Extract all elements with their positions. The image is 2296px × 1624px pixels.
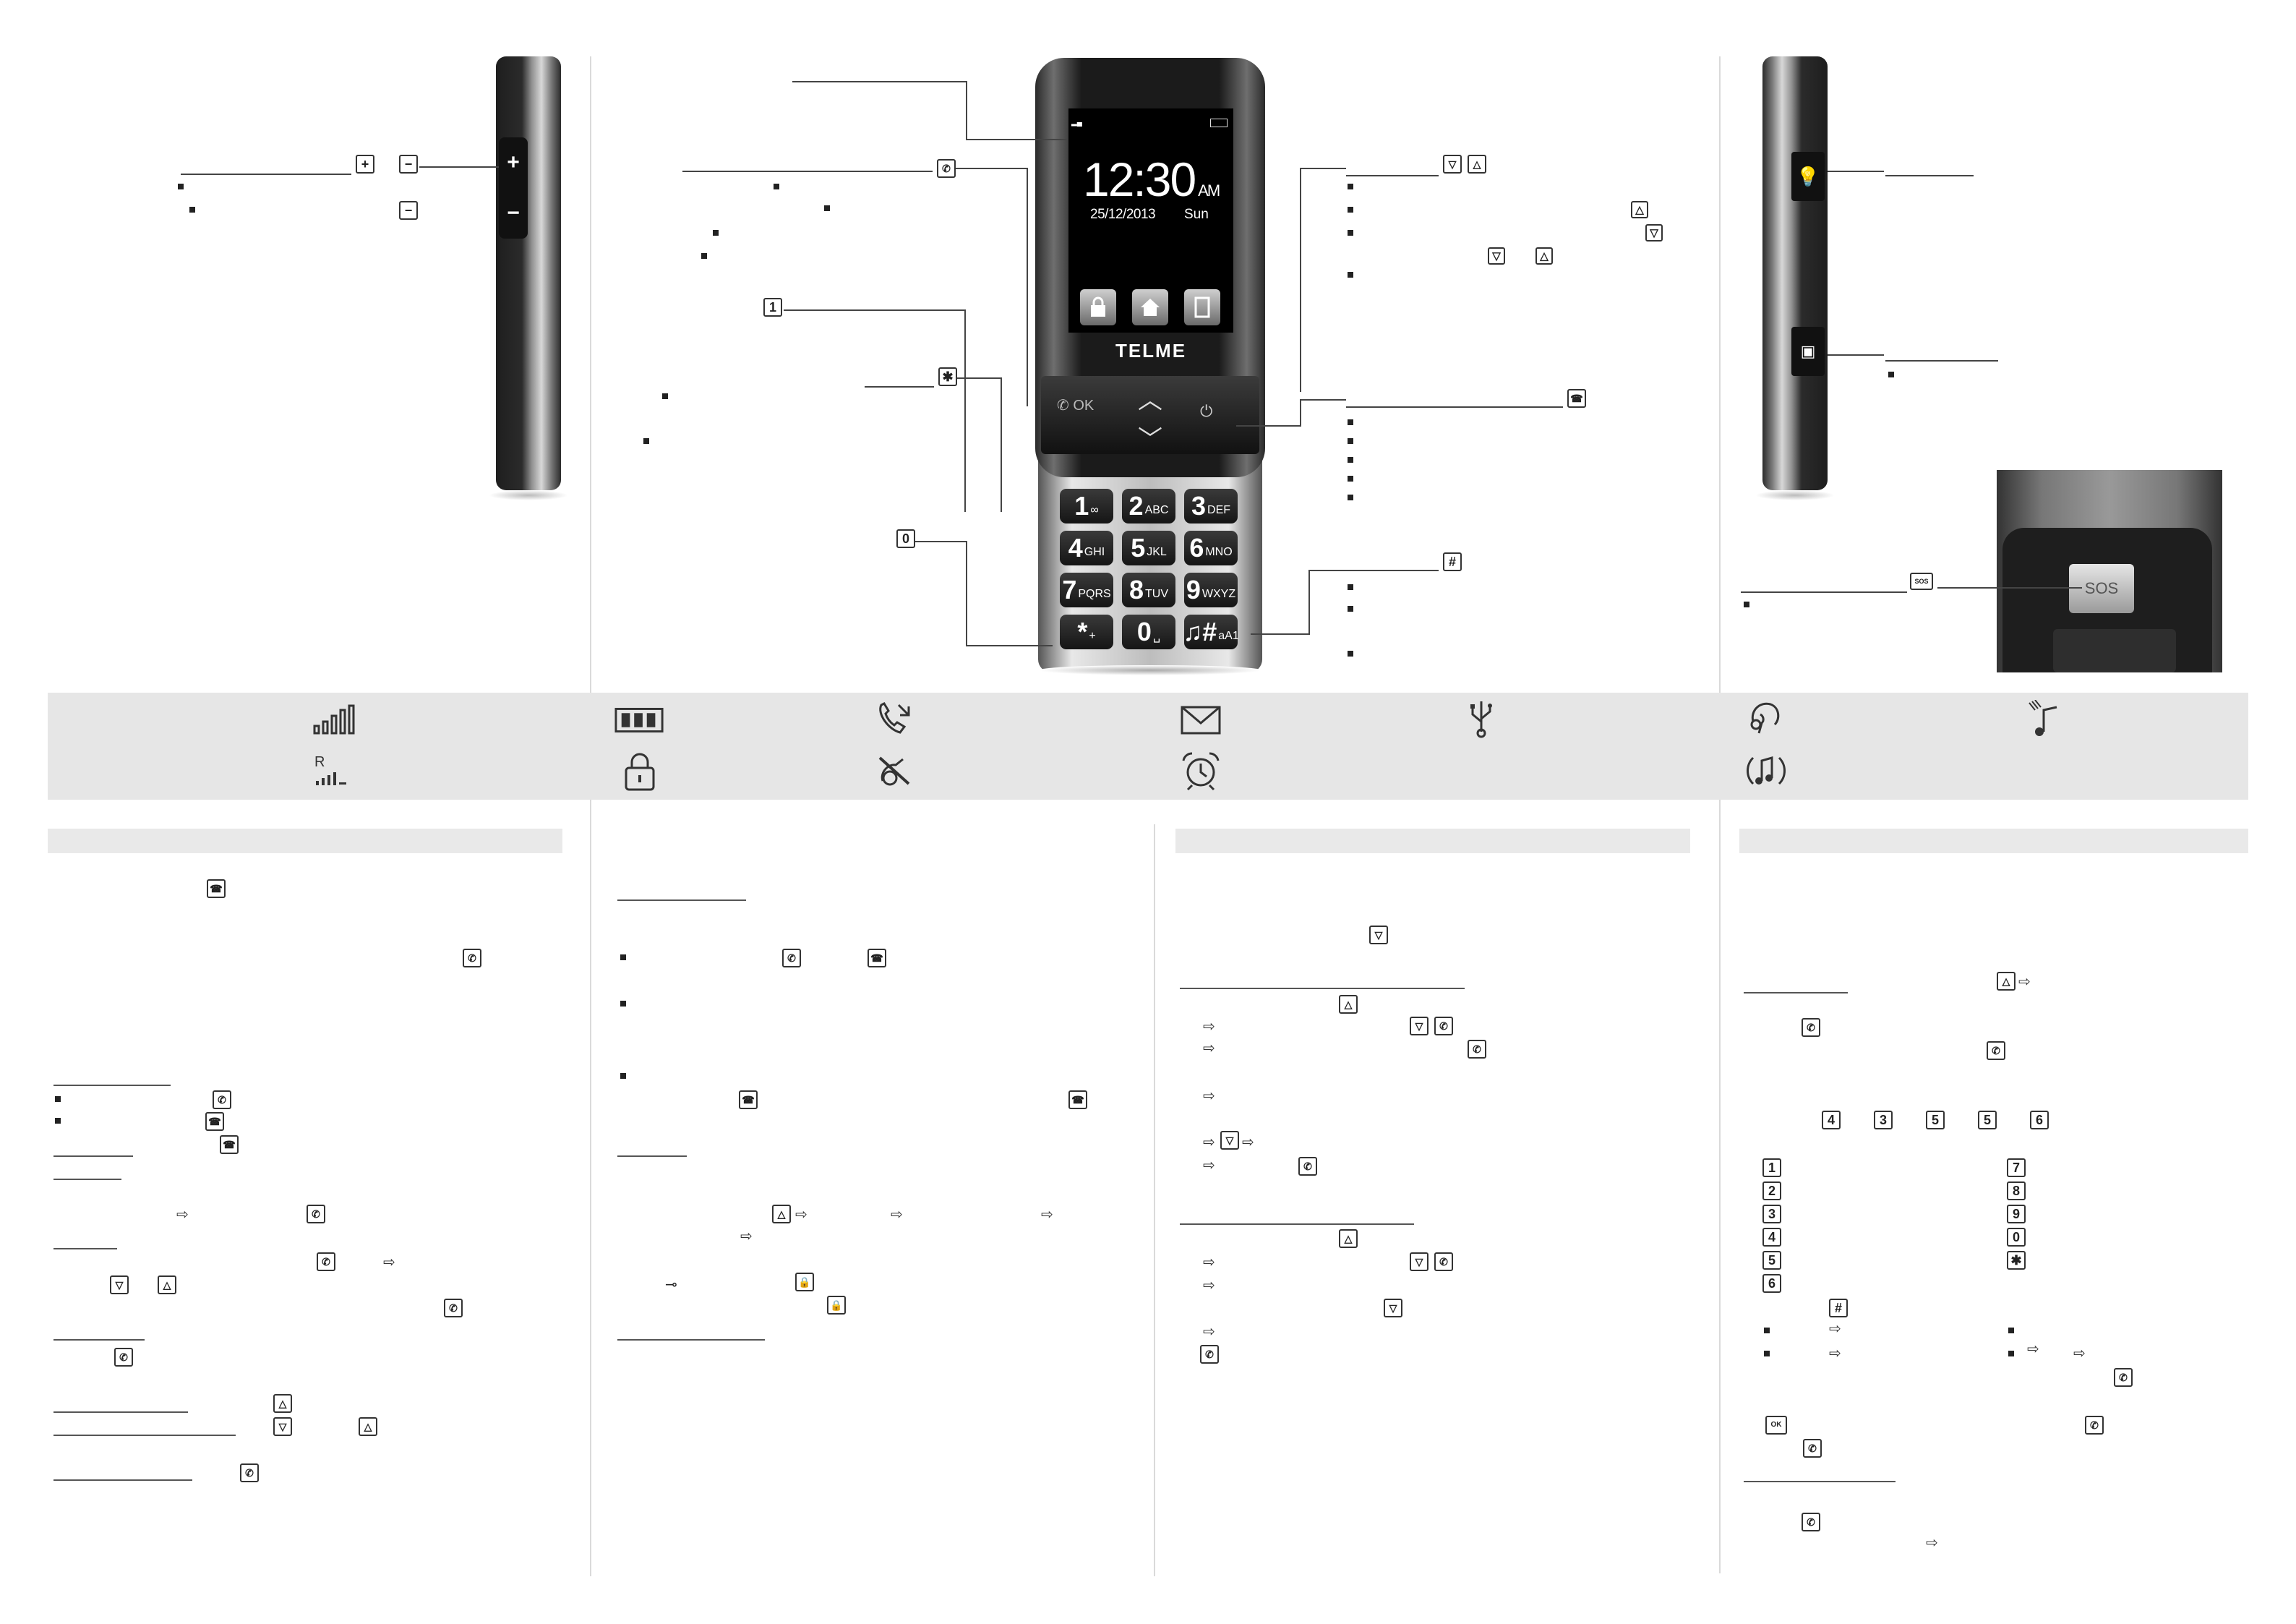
- bullet: [189, 207, 195, 213]
- volume-down-key-symbol: −: [399, 201, 418, 220]
- keypad-key-11: 0␣: [1122, 615, 1175, 649]
- section-header-3: [1175, 829, 1690, 853]
- column-divider: [1154, 824, 1155, 1576]
- phone-brand: TELME: [1115, 340, 1187, 362]
- roaming-signal-icon: R: [309, 751, 360, 791]
- screen-ampm: AM: [1198, 181, 1220, 200]
- bullet: [178, 184, 184, 189]
- key-icon: ⊸: [665, 1277, 677, 1293]
- screen-home-icon: [1132, 289, 1168, 325]
- screen-day: Sun: [1184, 207, 1209, 222]
- sos-key-symbol: SOS: [1910, 573, 1933, 590]
- voicemail-key-symbol: 1: [763, 298, 782, 317]
- usb-icon: [1456, 698, 1507, 739]
- hash-key-symbol: #: [1443, 552, 1462, 571]
- headset-icon: [1741, 698, 1791, 739]
- keypad-lock-icon: [614, 752, 665, 792]
- nav-down-icon: ﹀: [1138, 426, 1162, 453]
- volume-down-button-graphic: −: [507, 201, 520, 225]
- end-call-icon: ⏻: [1200, 402, 1213, 420]
- volume-down-key-symbol: −: [399, 155, 418, 174]
- keypad-key-10: *+: [1060, 615, 1113, 649]
- volume-up-key-symbol: +: [356, 155, 374, 174]
- screen-lock-icon: [1080, 289, 1116, 325]
- battery-icon: [614, 700, 665, 740]
- keypad-key-12: ♫#aA1: [1183, 615, 1239, 649]
- screen-date: 25/12/2013: [1090, 207, 1156, 222]
- screen-phonebook-icon: [1184, 289, 1220, 325]
- lock-icon: 🔒: [795, 1273, 814, 1291]
- volume-up-button-graphic: +: [507, 150, 520, 174]
- torch-button-icon: 💡: [1791, 152, 1825, 201]
- column-divider: [590, 56, 591, 1573]
- message-icon: [1175, 700, 1226, 740]
- keypad-key-1: 1∞: [1060, 489, 1113, 523]
- phone-ok-label: OK: [1073, 398, 1095, 414]
- phone-call-ok-icon: ✆: [1057, 398, 1069, 414]
- star-key-symbol: ✱: [938, 367, 957, 386]
- status-icon-legend: R: [48, 693, 2248, 800]
- call-ok-key-symbol: ✆: [937, 159, 956, 178]
- alarm-icon: [1175, 751, 1226, 791]
- quick-dial-button-icon: ▣: [1791, 327, 1825, 376]
- silent-mode-icon: [869, 751, 920, 791]
- section-header-1: [48, 829, 562, 853]
- callout-line-volume: [181, 174, 351, 175]
- section-header-4: [1739, 829, 2248, 853]
- up-key-symbol: △: [1468, 155, 1486, 174]
- nav-up-icon: ︿: [1138, 387, 1162, 414]
- svg-text:R: R: [314, 754, 325, 770]
- screen-time: 12:30: [1083, 153, 1196, 206]
- down-key-symbol: ▽: [1443, 155, 1462, 174]
- sos-button-graphic: SOS: [2069, 564, 2134, 613]
- zero-key-symbol: 0: [896, 529, 915, 548]
- signal-icon: [308, 700, 359, 740]
- vibrate-ring-icon: [2021, 698, 2072, 739]
- missed-call-icon: [869, 698, 920, 739]
- column-divider: [1719, 56, 1721, 1573]
- end-key-symbol: ☎: [1567, 389, 1586, 408]
- column-divider: [590, 824, 591, 1576]
- ring-and-vibrate-icon: [1741, 751, 1791, 791]
- lock-icon: 🔒: [827, 1296, 846, 1315]
